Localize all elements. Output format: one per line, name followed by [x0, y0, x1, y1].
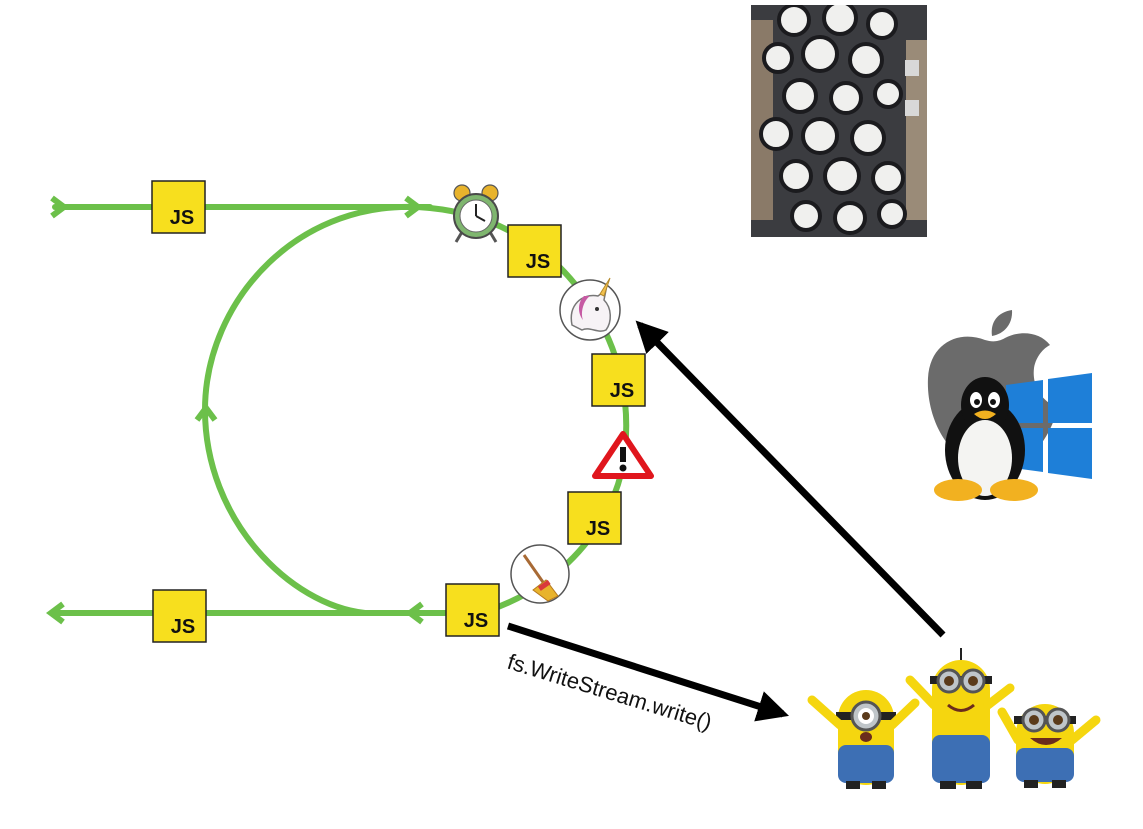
- warning-icon: [592, 431, 654, 479]
- callback-arrow: [635, 320, 946, 638]
- clocks-photo: [751, 5, 927, 237]
- svg-text:JS: JS: [586, 518, 610, 540]
- alarm-clock-icon: [453, 184, 499, 243]
- svg-text:JS: JS: [171, 616, 195, 638]
- svg-text:JS: JS: [170, 207, 194, 229]
- js-badge: JS: [445, 583, 500, 637]
- unicorn-icon: [559, 277, 621, 341]
- js-badge: JS: [507, 224, 562, 278]
- chevron-start-icon: [50, 195, 69, 219]
- broom-icon: [510, 544, 570, 604]
- js-badge: JS: [567, 491, 622, 545]
- chevron-end-icon: [46, 601, 65, 625]
- loop-left-arc: [201, 203, 433, 616]
- chevron-right-icon: [404, 195, 423, 219]
- js-badge: JS: [591, 353, 646, 407]
- svg-text:JS: JS: [526, 251, 550, 273]
- js-badge: JS: [152, 589, 207, 643]
- svg-text:JS: JS: [464, 610, 488, 632]
- svg-text:JS: JS: [610, 380, 634, 402]
- minion-middle: [905, 648, 1015, 789]
- write-stream-arrow: [506, 622, 790, 722]
- chevron-left-mid-icon: [405, 601, 424, 625]
- loop-chevrons: [46, 195, 424, 625]
- minion-right: [997, 704, 1101, 788]
- minions-illustration: [807, 648, 1101, 789]
- js-badge: JS: [151, 180, 206, 234]
- chevron-up-icon: [194, 403, 218, 422]
- minion-left: [807, 690, 920, 789]
- linux-tux-icon: [934, 377, 1038, 501]
